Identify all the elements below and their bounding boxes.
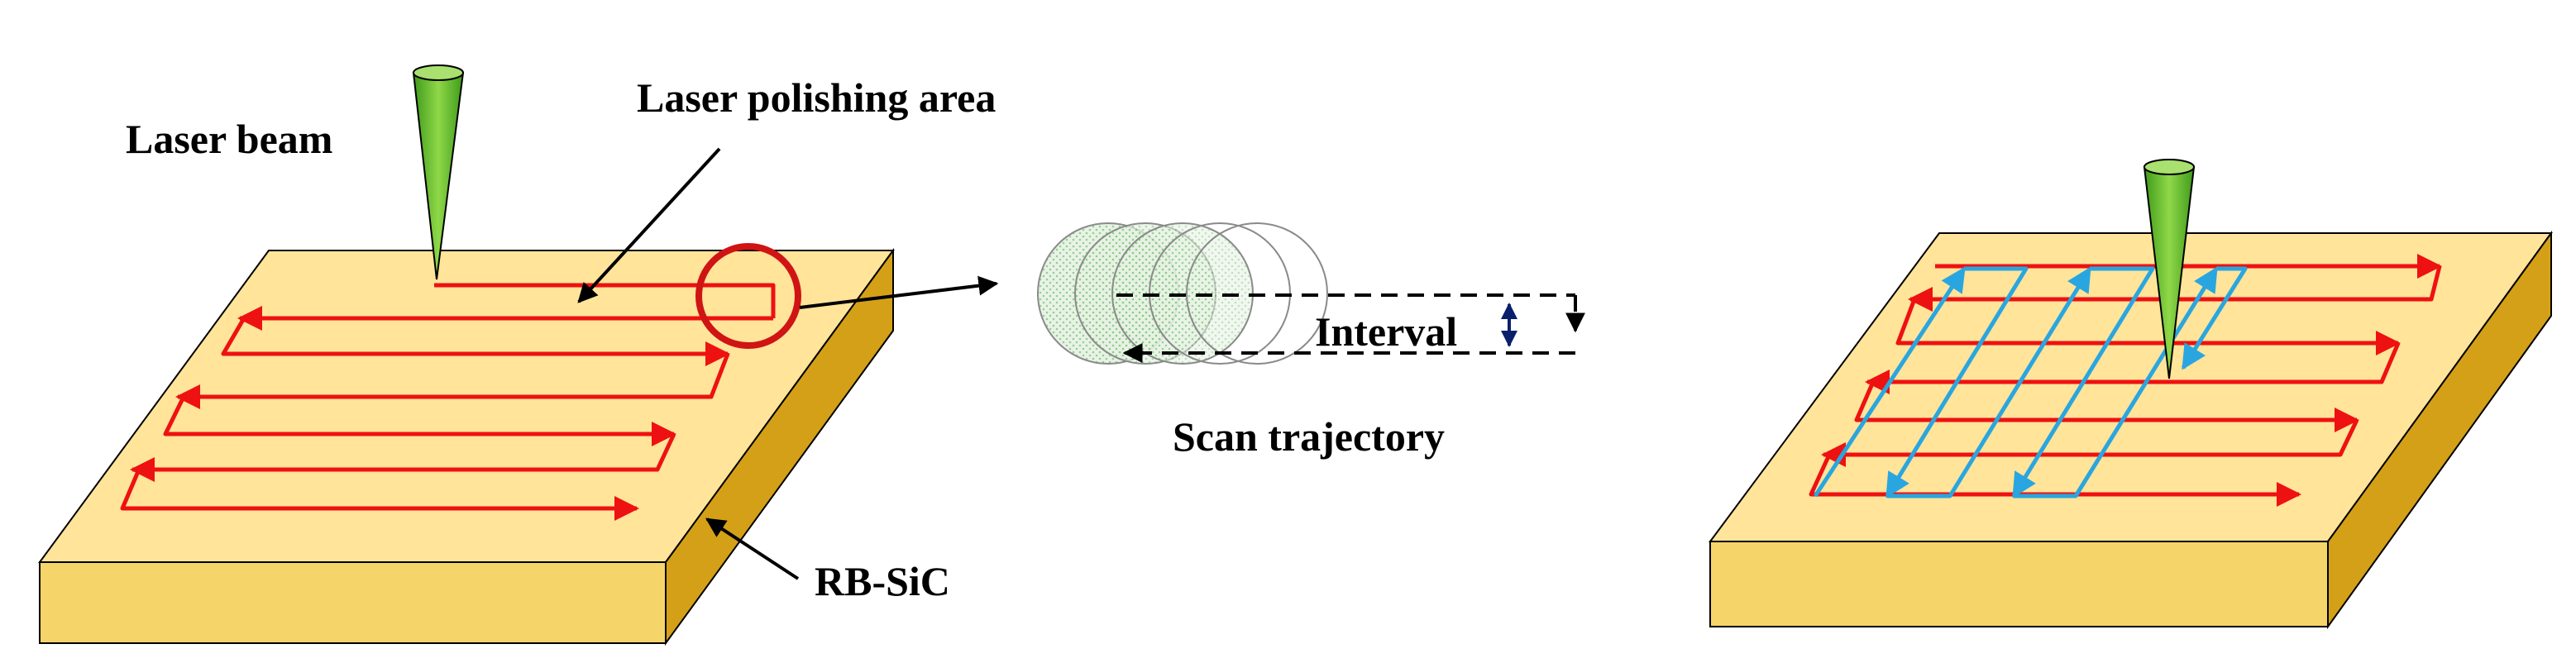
right-laser-beam [2143,159,2196,379]
left-sample-top [38,250,895,563]
scan-line [175,353,730,409]
scan-line [1865,342,2401,394]
polishing-area-pointer [577,147,721,303]
zoom-trajectory [1116,293,1585,363]
red-circle-magnify-icon [695,243,801,349]
scan-line [221,317,730,366]
right-sample-front [1709,541,2329,627]
scan-line [434,283,776,318]
scan-line [1908,265,2442,312]
scan-line [1821,418,2359,467]
cross-line [1813,266,1967,498]
right-sample-side [2327,230,2552,630]
scan-line [1895,298,2401,355]
material-label: RB-SiC [815,558,950,604]
right-sample [1709,230,2553,630]
zoom-arrow [799,275,999,309]
cross-line [1887,266,2092,498]
laser-beam-top-icon [413,64,464,81]
cross-line [2181,266,2248,370]
interval-label: Interval [1315,308,1457,355]
laser-polishing-area-label: Laser polishing area [637,74,996,121]
material-pointer [705,518,800,580]
laser-beam-top-icon [2143,159,2195,175]
laser-beam-cone-icon [412,72,465,280]
scan-trajectory-label: Scan trajectory [1173,413,1445,460]
cross-line [1885,266,2029,498]
scan-line [163,395,676,446]
scan-line [130,432,676,482]
right-scan-path-primary [1809,254,2442,507]
right-scan-path-cross [1813,266,2248,498]
scan-line [1809,453,2301,507]
laser-beam-label: Laser beam [126,116,332,162]
left-scan-path [120,283,776,521]
left-laser-beam [412,64,465,280]
left-sample-side [665,247,894,646]
scan-line [1854,381,2359,432]
laser-spot [1186,222,1328,365]
left-sample-front [39,561,667,644]
left-sample [38,247,895,646]
cross-line [2011,266,2155,498]
scan-line [120,469,639,521]
